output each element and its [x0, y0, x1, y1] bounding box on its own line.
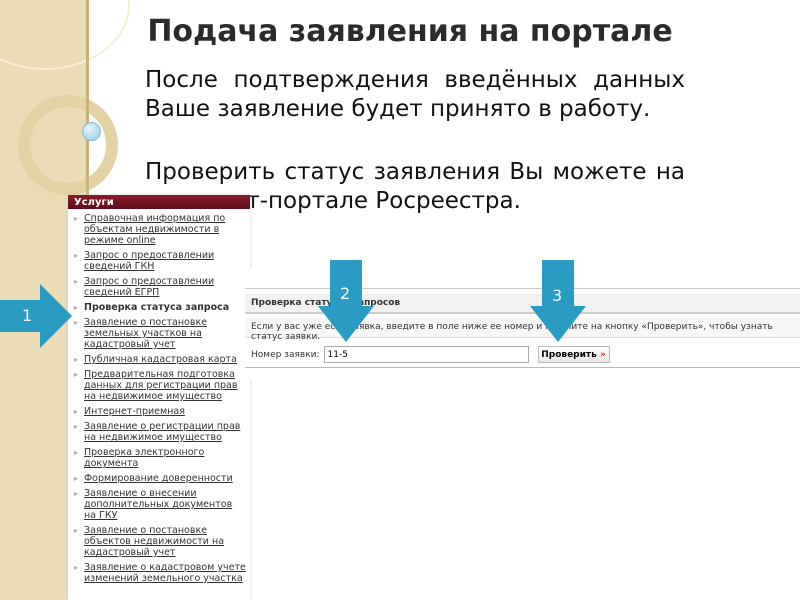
decorative-circle [0, 0, 130, 70]
divider [245, 288, 800, 289]
sidebar-item[interactable]: Предварительная подготовка данных для ре… [74, 369, 246, 402]
sidebar-item[interactable]: Проверка электронного документа [74, 447, 246, 469]
paragraph-1: После подтверждения введённых данных Ваш… [145, 67, 685, 122]
sidebar-item[interactable]: Интернет-приемная [74, 406, 246, 417]
services-sidebar: Услуги Справочная информация по объектам… [68, 195, 250, 600]
request-number-row: Номер заявки: Проверить » [245, 342, 800, 368]
sidebar-item[interactable]: Заявление о кадастровом учете изменений … [74, 562, 246, 584]
sidebar-item[interactable]: Формирование доверенности [74, 473, 246, 484]
arrow-3-label: 3 [552, 286, 563, 305]
sidebar-list: Справочная информация по объектам недвиж… [68, 209, 250, 584]
decorative-ring [18, 95, 118, 195]
panel-header: Проверка статусов запросов [245, 294, 800, 314]
request-number-input[interactable] [323, 346, 529, 363]
arrow-2-label: 2 [340, 284, 351, 303]
bubble-icon [82, 122, 101, 141]
sidebar-item[interactable]: Публичная кадастровая карта [74, 354, 246, 365]
check-button[interactable]: Проверить » [537, 346, 610, 363]
sidebar-item[interactable]: Запрос о предоставлении сведений ГКН [74, 250, 246, 272]
check-button-label: Проверить [541, 349, 597, 360]
arrow-down-icon [318, 260, 374, 342]
arrow-right-icon [0, 284, 72, 348]
sidebar-item[interactable]: Заявление о постановке объектов недвижим… [74, 525, 246, 558]
sidebar-item[interactable]: Проверка статуса запроса [74, 302, 246, 313]
sidebar-item[interactable]: Заявление о регистрации прав на недвижим… [74, 421, 246, 443]
status-check-panel: Проверка статусов запросов Если у вас уж… [245, 268, 800, 380]
request-number-label: Номер заявки: [251, 349, 320, 360]
arrow-1-label: 1 [22, 306, 33, 325]
panel-description: Если у вас уже есть заявка, введите в по… [245, 318, 800, 342]
sidebar-header: Услуги [68, 195, 250, 209]
slide-title: Подача заявления на портале [147, 14, 673, 49]
raquo-icon: » [599, 349, 606, 360]
sidebar-item[interactable]: Запрос о предоставлении сведений ЕГРП [74, 276, 246, 298]
arrow-down-icon [530, 260, 586, 342]
sidebar-item[interactable]: Заявление о постановке земельных участко… [74, 317, 246, 350]
sidebar-item[interactable]: Заявление о внесении дополнительных доку… [74, 488, 246, 521]
paragraph-2: Проверить статус заявления Вы можете на … [145, 159, 685, 214]
sidebar-item[interactable]: Справочная информация по объектам недвиж… [74, 213, 246, 246]
